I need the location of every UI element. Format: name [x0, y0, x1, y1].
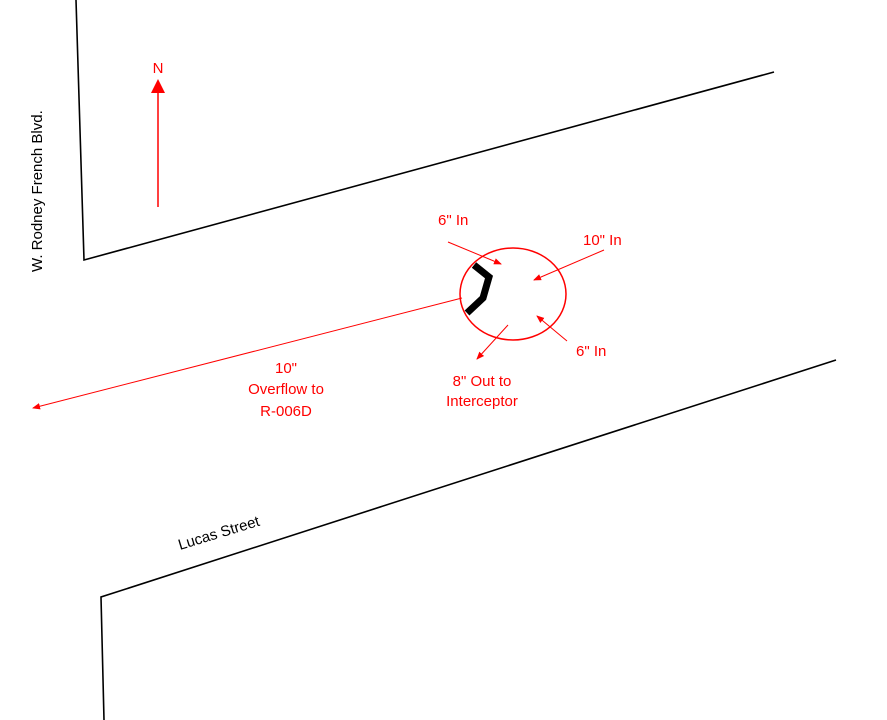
overflow-label-line-3: R-006D: [260, 403, 312, 420]
weir-wall: [464, 262, 494, 316]
south-street-label: Lucas Street: [176, 513, 262, 554]
inlet-ne-label: 10" In: [583, 232, 622, 249]
south-street-curb-line: [100, 359, 837, 720]
overflow-pipe-arrow: [32, 297, 463, 410]
north-arrow-icon: [151, 79, 165, 207]
overflow-label-line-1: 10": [275, 360, 297, 377]
inlet-se-arrow: [536, 315, 568, 342]
regulator-manhole: [459, 247, 567, 341]
north-label: N: [153, 60, 164, 77]
outlet-arrow: [476, 324, 509, 360]
overflow-label-line-2: Overflow to: [248, 381, 324, 398]
west-street-curb-line: [75, 0, 775, 262]
inlet-nw-arrow: [447, 241, 502, 265]
overflow-label: 10" Overflow to R-006D: [248, 360, 324, 420]
inlet-se-label: 6" In: [576, 343, 606, 360]
west-street-label: W. Rodney French Blvd.: [29, 110, 46, 272]
inlet-ne-arrow: [533, 249, 605, 281]
outlet-label: 8" Out to Interceptor: [446, 373, 518, 410]
outlet-label-line-2: Interceptor: [446, 393, 518, 410]
inlet-nw-label: 6" In: [438, 212, 468, 229]
outlet-label-line-1: 8" Out to: [453, 373, 512, 390]
